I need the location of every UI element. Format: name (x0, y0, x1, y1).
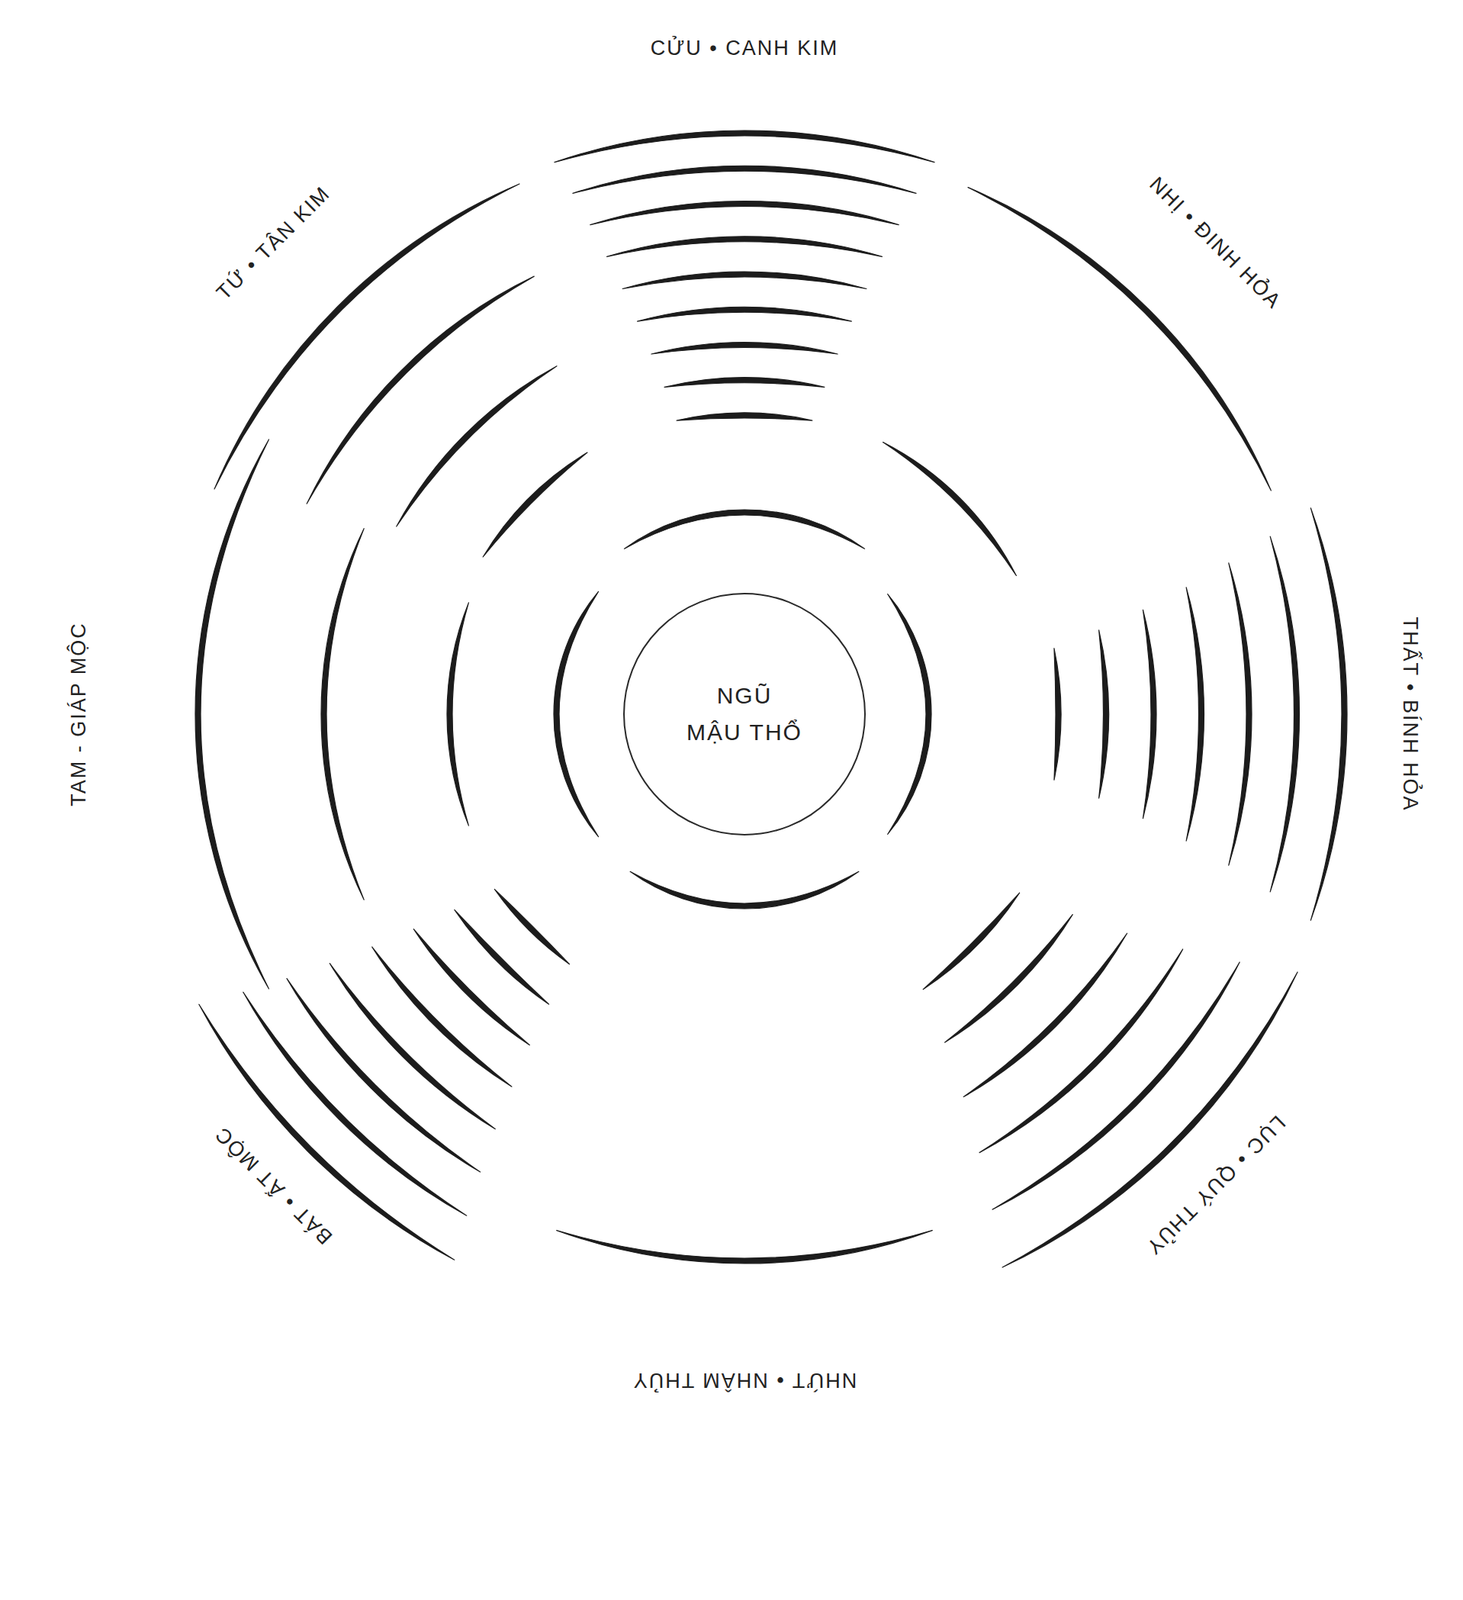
arc-stroke (553, 591, 599, 836)
direction-label: NHỨT • NHÂM THỦY (632, 1367, 858, 1391)
arc-stroke (494, 888, 570, 964)
arc-stroke (630, 871, 859, 909)
arc-stroke (1002, 971, 1298, 1267)
direction-label: TAM - GIÁP MỘC (67, 621, 91, 807)
arc-stroke (199, 1003, 455, 1260)
direction-label: TỨ • TÂN KIM (212, 182, 335, 305)
arc-stroke (1186, 587, 1204, 841)
arc-stroke (922, 892, 1020, 989)
arc-stroke (556, 1230, 933, 1264)
arc-stroke (214, 183, 520, 489)
arc-stroke (396, 366, 557, 527)
arc-stroke (883, 442, 1017, 576)
arc-stroke (1142, 609, 1157, 818)
arc-stroke (1310, 508, 1348, 920)
arc-stroke (637, 306, 853, 322)
arc-stroke (1270, 536, 1300, 892)
arc-stroke (607, 236, 883, 258)
arc-stroke (622, 271, 867, 289)
direction-label: THẤT • BÍNH HỎA (1398, 617, 1422, 812)
arc-stroke (676, 412, 813, 421)
arc-stroke (286, 977, 481, 1172)
circle-outline (622, 591, 867, 836)
arc-stroke (1228, 562, 1252, 865)
circle-border (623, 593, 865, 835)
arc-stroke (321, 528, 364, 901)
arc-stroke (887, 594, 932, 835)
arc-stroke (963, 932, 1127, 1097)
node-body: NGŨMẬU THỔ (622, 591, 867, 836)
arc-stroke (979, 948, 1184, 1153)
arc-stroke (1099, 630, 1110, 798)
arc-stroke (572, 165, 917, 193)
arc-stroke (1054, 648, 1062, 781)
arc-stroke (967, 187, 1271, 491)
arc-stroke (554, 130, 935, 163)
arc-stroke (992, 961, 1240, 1209)
direction-label: NHỊ • ĐINH HỎA (1144, 173, 1285, 314)
arc-stroke (329, 963, 496, 1129)
direction-label: BÁT • ẤT MỘC (210, 1121, 338, 1248)
arc-stroke (590, 200, 899, 225)
arc-stroke (651, 341, 838, 354)
center-circle: NGŨMẬU THỔ (622, 591, 867, 836)
arc-stroke (664, 377, 825, 388)
arc-stroke (623, 509, 865, 549)
center-text: NGŨ (717, 677, 773, 714)
center-text: MẬU THỔ (686, 713, 803, 751)
arc-stroke (372, 946, 512, 1087)
arc-stroke (482, 452, 588, 557)
arc-stroke (195, 439, 269, 989)
arc-stroke (413, 929, 530, 1045)
direction-label: LỤC • QUÝ THỦY (1140, 1109, 1290, 1259)
arc-stroke (446, 602, 469, 826)
direction-label: CỬU • CANH KIM (650, 37, 840, 61)
